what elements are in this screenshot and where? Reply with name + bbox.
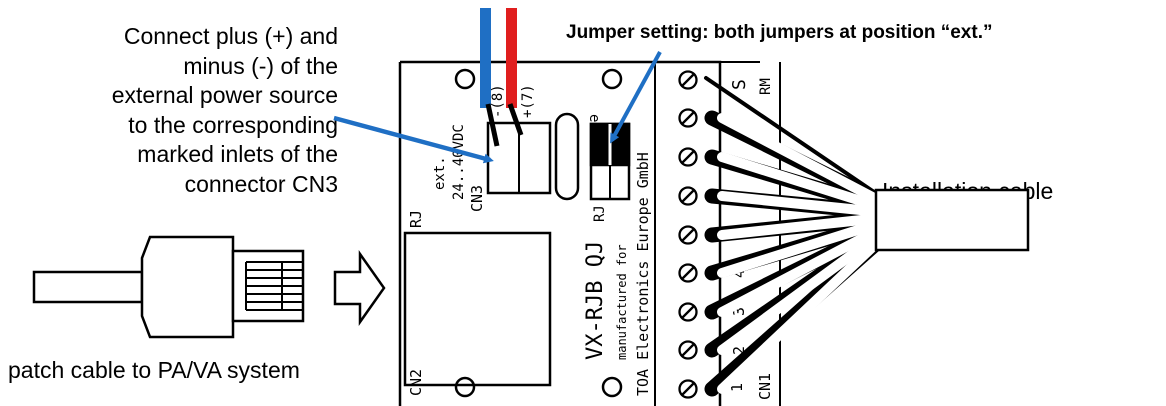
- jumper-ext-label: ext.: [586, 114, 602, 148]
- power-ext-label: ext.: [432, 156, 448, 190]
- patch-cable-wire: [32, 270, 144, 304]
- screw-icon: [678, 147, 698, 167]
- board-slot: [554, 112, 580, 201]
- board-labels: RJ CN2 CN3 ext. 24..40VDC -(8) +(7) ext.…: [407, 78, 774, 400]
- power-instruction-line: to the corresponding: [128, 111, 338, 138]
- screw-icon: [678, 379, 698, 399]
- screw-icon: [678, 108, 698, 128]
- jumper-arrow-icon: [610, 51, 662, 144]
- wire-minus-label: -(8): [490, 84, 506, 118]
- wire-plus-label: +(7): [520, 84, 536, 118]
- power-instruction-line: Connect plus (+) and: [123, 23, 338, 49]
- screw-icon: [678, 340, 698, 360]
- terminal-rm-label: RM: [758, 78, 774, 95]
- cn3-label: CN3: [468, 185, 486, 212]
- insert-arrow-icon: [333, 250, 386, 326]
- terminal-s-label: S: [729, 79, 750, 90]
- patch-cable: [32, 235, 305, 339]
- power-arrow-icon: [333, 115, 494, 164]
- rj-socket: [403, 231, 552, 387]
- jumper-setting-title: Jumper setting: both jumpers at position…: [566, 22, 993, 43]
- screw-icon: [678, 186, 698, 206]
- terminal-screws: [678, 70, 698, 399]
- mounting-hole-icon: [601, 68, 623, 90]
- screw-icon: [678, 302, 698, 322]
- cn1-label: CN1: [756, 373, 774, 400]
- plug-contacts: [245, 261, 303, 311]
- cn2-label: CN2: [407, 369, 425, 396]
- patch-cable-plug-body: [140, 235, 235, 339]
- power-instruction-line: connector CN3: [184, 170, 338, 197]
- mounting-hole-icon: [601, 376, 623, 398]
- screw-icon: [678, 263, 698, 283]
- screw-icon: [678, 70, 698, 90]
- mounting-hole-icon: [454, 376, 476, 398]
- power-instruction-line: minus (-) of the: [183, 52, 338, 79]
- power-voltage-label: 24..40VDC: [451, 124, 467, 200]
- plus-wire: [506, 8, 517, 108]
- terminal-number: 2: [730, 346, 748, 355]
- board: [398, 60, 781, 406]
- mounting-hole-icon: [454, 68, 476, 90]
- screw-icon: [678, 225, 698, 245]
- rj-label: RJ: [407, 210, 425, 228]
- power-instruction-line: external power source: [111, 82, 338, 108]
- minus-wire: [480, 8, 491, 108]
- model-label: VX-RJB QJ: [583, 241, 608, 360]
- manufacturer-line2: TOA Electronics Europe GmbH: [634, 152, 652, 396]
- power-instruction-text: Connect plus (+) and minus (-) of the ex…: [8, 22, 338, 199]
- installation-wires: [704, 76, 888, 397]
- terminal-number: 3: [730, 307, 748, 316]
- patch-cable-label: patch cable to PA/VA system: [8, 357, 300, 383]
- terminal-number: 4: [730, 269, 748, 278]
- installation-cable-jacket: [874, 188, 1030, 252]
- terminal-number: 1: [728, 383, 746, 392]
- power-instruction-line: marked inlets of the: [137, 141, 338, 167]
- jumper-rj-label: RJ: [592, 205, 608, 222]
- manufacturer-line1: manufactured for: [615, 244, 629, 360]
- power-wires: [480, 8, 524, 147]
